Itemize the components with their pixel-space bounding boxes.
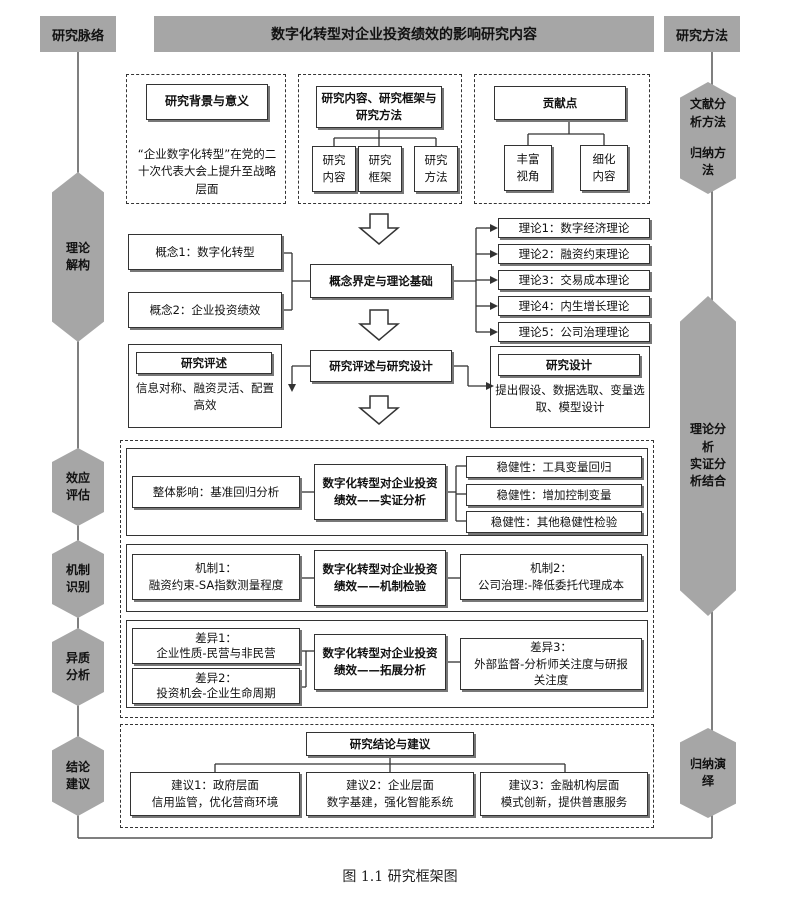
research-method-header: 研究方法	[664, 16, 740, 52]
contribution-group	[474, 74, 650, 204]
figure-caption: 图 1.1 研究框架图	[342, 869, 458, 885]
hetero-left-1: 差异1： 企业性质-民营与非民营	[132, 628, 300, 664]
theory-item-2: 理论2：融资约束理论	[498, 244, 650, 264]
content-item-framework: 研究 框架	[358, 146, 402, 192]
contribution-item-perspective: 丰富 视角	[504, 145, 552, 191]
hetero-right: 差异3： 外部监督-分析师关注度与研报关注度	[460, 638, 642, 690]
robust-1: 稳健性：工具变量回归	[466, 456, 642, 478]
content-title: 研究内容、研究框架与研究方法	[316, 86, 442, 128]
theory-item-5: 理论5：公司治理理论	[498, 322, 650, 342]
hetero-row	[126, 620, 648, 708]
method-theory-empirical: 理论分 析 实证分 析结合	[680, 296, 736, 616]
stage-effect-evaluation: 效应 评估	[52, 448, 104, 526]
theory-center: 概念界定与理论基础	[310, 264, 452, 298]
review-right-title: 研究设计	[498, 354, 640, 376]
mechanism-right: 机制2： 公司治理:-降低委托代理成本	[460, 554, 642, 600]
page-title: 数字化转型对企业投资绩效的影响研究内容	[154, 16, 654, 52]
research-thread-header: 研究脉络	[40, 16, 116, 52]
background-text: “企业数字化转型”在党的二十次代表大会上提升至战略层面	[137, 147, 277, 196]
review-right-group	[490, 346, 650, 428]
empirical-center: 数字化转型对企业投资绩效——实证分析	[314, 464, 446, 520]
robust-2: 稳健性：增加控制变量	[466, 484, 642, 506]
hetero-left-2: 差异2： 投资机会-企业生命周期	[132, 668, 300, 704]
empirical-group	[120, 440, 654, 718]
mechanism-center: 数字化转型对企业投资绩效——机制检验	[314, 550, 446, 606]
theory-item-3: 理论3：交易成本理论	[498, 270, 650, 290]
mechanism-left: 机制1： 融资约束-SA指数测量程度	[132, 554, 300, 600]
theory-item-4: 理论4：内生增长理论	[498, 296, 650, 316]
empirical-left: 整体影响：基准回归分析	[132, 476, 300, 508]
content-item-method: 研究 方法	[414, 146, 458, 192]
background-group	[126, 74, 286, 204]
suggestion-2: 建议2：企业层面 数字基建，强化智能系统	[306, 772, 474, 816]
theory-item-1: 理论1：数字经济理论	[498, 218, 650, 238]
stage-mechanism-identification: 机制 识别	[52, 540, 104, 618]
review-left-title: 研究评述	[136, 352, 272, 374]
mechanism-row	[126, 544, 648, 612]
method-literature-induction: 文献分 析方法归纳方 法	[680, 82, 736, 194]
robust-3: 稳健性：其他稳健性检验	[466, 511, 642, 533]
empirical-row	[126, 448, 648, 536]
review-right-text: 提出假设、数据选取、变量选取、模型设计	[495, 383, 645, 415]
contribution-item-detail: 细化 内容	[580, 145, 628, 191]
background-title: 研究背景与意义	[146, 84, 268, 120]
suggestion-3: 建议3：金融机构层面 模式创新，提供普惠服务	[480, 772, 648, 816]
suggestion-1: 建议1：政府层面 信用监管，优化营商环境	[130, 772, 300, 816]
contribution-title: 贡献点	[494, 86, 626, 120]
conclusion-group	[120, 724, 654, 828]
content-group	[298, 74, 462, 204]
concept-2: 概念2：企业投资绩效	[128, 292, 282, 328]
review-left-text: 信息对称、融资灵活、配置高效	[136, 381, 274, 413]
method-induction-deduction: 归纳演 绎	[680, 728, 736, 818]
method-induction: 归纳方 法	[689, 146, 726, 178]
conclusion-title: 研究结论与建议	[306, 732, 474, 756]
method-literature: 文献分 析方法	[689, 97, 726, 129]
hetero-center: 数字化转型对企业投资绩效——拓展分析	[314, 634, 446, 690]
stage-theory-deconstruction: 理论 解构	[52, 172, 104, 342]
review-left-group	[128, 344, 282, 428]
stage-heterogeneity-analysis: 异质 分析	[52, 628, 104, 706]
content-item-content: 研究 内容	[312, 146, 356, 192]
review-center: 研究评述与研究设计	[310, 350, 452, 382]
stage-conclusion: 结论 建议	[52, 736, 104, 816]
concept-1: 概念1：数字化转型	[128, 234, 282, 270]
